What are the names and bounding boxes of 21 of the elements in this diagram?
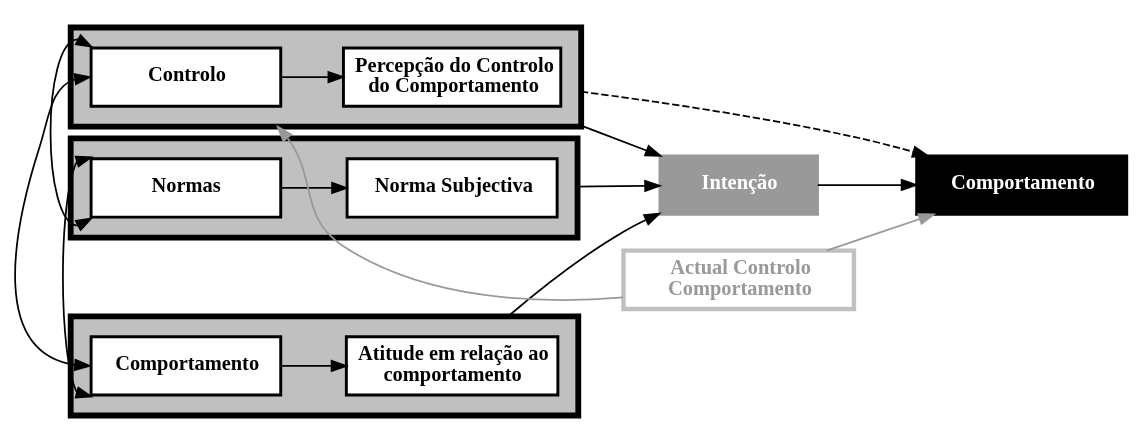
arrow bbox=[816, 178, 919, 192]
node-box: Percepção do Controlo do Comportamento bbox=[342, 46, 563, 108]
arrow bbox=[14, 73, 93, 372]
cluster bbox=[67, 24, 585, 130]
node-box: Comportamento bbox=[89, 335, 283, 397]
arrow bbox=[280, 181, 350, 195]
arrow bbox=[49, 33, 94, 232]
arrow bbox=[280, 70, 346, 84]
node-box: Normas bbox=[89, 157, 283, 219]
arrow bbox=[280, 359, 349, 373]
node-box: Norma Subjectiva bbox=[345, 157, 559, 219]
cluster bbox=[67, 313, 582, 419]
node-box: Intenção bbox=[658, 154, 819, 216]
node-box: Comportamento bbox=[915, 154, 1129, 216]
arrow bbox=[62, 155, 94, 399]
node-box: Actual Controlo Comportamento bbox=[621, 248, 857, 312]
node-box: Controlo bbox=[89, 46, 283, 108]
node-box: Atitude em relação ao comportamento bbox=[344, 335, 560, 397]
arrow bbox=[825, 213, 937, 252]
arrow bbox=[276, 124, 625, 301]
cluster bbox=[67, 135, 581, 241]
